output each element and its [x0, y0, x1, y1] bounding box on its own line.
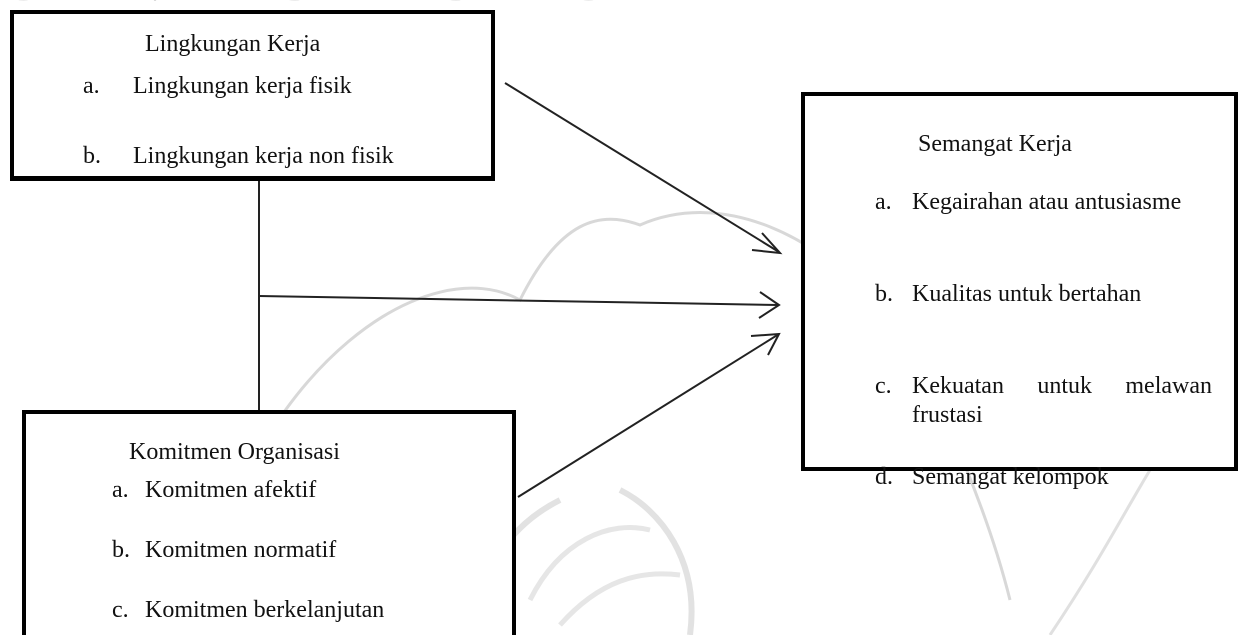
list-item-label: Kekuatan untuk melawan frustasi	[912, 373, 1212, 428]
list-item-label: Kualitas untuk bertahan	[912, 281, 1142, 307]
list-item-label: Lingkungan kerja non fisik	[133, 143, 394, 169]
work-environment-box: Lingkungan Kerja a. Lingkungan kerja fis…	[10, 10, 495, 181]
connector-line-commitment-to-morale	[517, 333, 780, 498]
list-marker: d.	[875, 464, 893, 490]
list-marker: b.	[112, 537, 130, 563]
arrowhead-interaction-to-morale	[758, 291, 781, 319]
list-marker: b.	[875, 281, 893, 307]
list-marker: a.	[112, 477, 129, 503]
list-item-label: Komitmen normatif	[145, 537, 337, 563]
list-marker: c.	[112, 597, 129, 623]
work-morale-title: Semangat Kerja	[918, 131, 1072, 157]
organizational-commitment-box: Komitmen Organisasi a. Komitmen afektif …	[22, 410, 516, 635]
list-marker: a.	[83, 73, 100, 99]
list-item-label: Lingkungan kerja fisik	[133, 73, 352, 99]
organizational-commitment-title: Komitmen Organisasi	[129, 439, 340, 465]
list-item-label: Komitmen berkelanjutan	[145, 597, 385, 623]
work-environment-title: Lingkungan Kerja	[145, 31, 321, 57]
connector-line-environment-to-morale	[504, 82, 780, 253]
arrowhead-commitment-to-morale	[750, 332, 781, 356]
work-morale-box: Semangat Kerja a. Kegairahan atau antusi…	[801, 92, 1238, 490]
list-marker: c.	[875, 373, 892, 399]
list-marker: a.	[875, 189, 892, 215]
arrowhead-environment-to-morale	[751, 232, 783, 255]
list-item-label: Kegairahan atau antusiasme	[912, 189, 1182, 215]
list-marker: b.	[83, 143, 101, 169]
list-item-label: Semangat kelompok	[912, 464, 1109, 490]
connector-line-interaction-to-morale	[258, 295, 779, 306]
list-item-label: Komitmen afektif	[145, 477, 317, 503]
